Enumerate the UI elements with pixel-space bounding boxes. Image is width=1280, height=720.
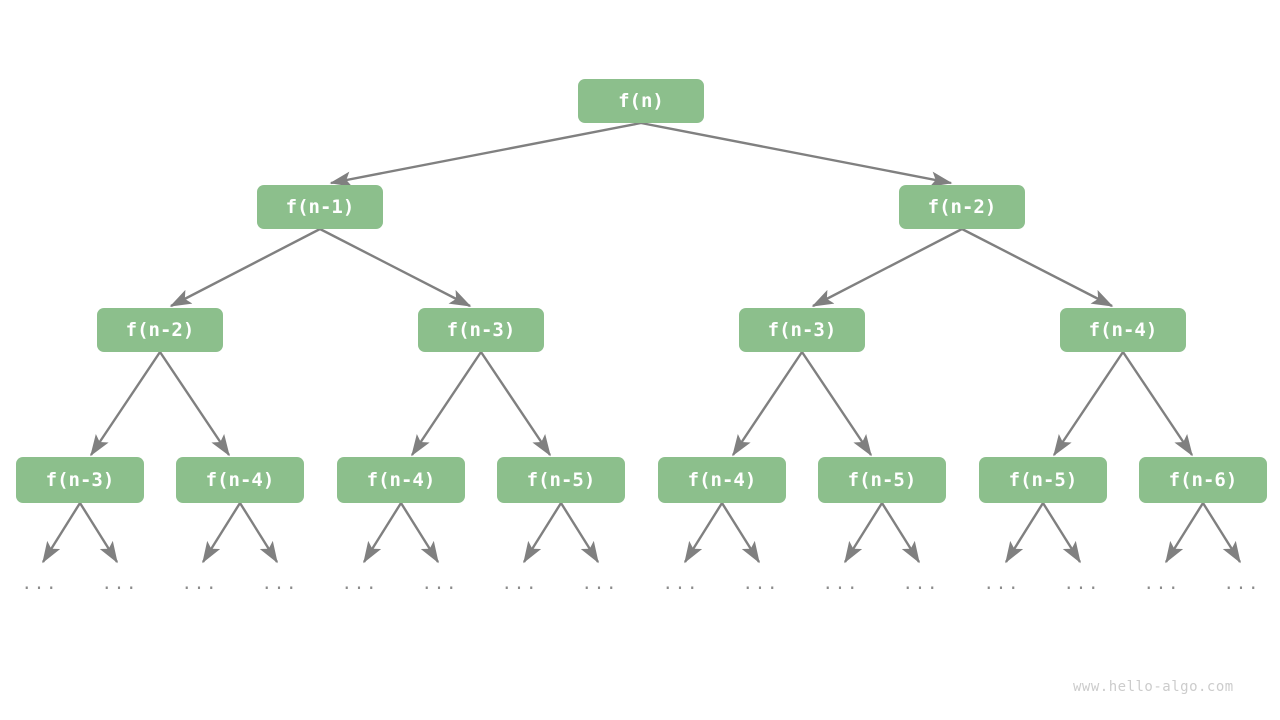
tree-node-label: f(n-4) (366, 469, 436, 491)
ellipsis-marker: ... (662, 574, 700, 594)
ellipsis-marker: ... (1223, 574, 1261, 594)
ellipsis-marker: ... (21, 574, 59, 594)
tree-node-label: f(n-5) (526, 469, 596, 491)
ellipsis-marker: ... (101, 574, 139, 594)
tree-edge-arrow (801, 351, 872, 457)
leaf-edge-arrow (1041, 502, 1082, 564)
tree-edge-arrow (640, 121, 953, 187)
ellipsis-marker: ... (581, 574, 619, 594)
tree-node: f(n-4) (337, 457, 465, 503)
tree-edge-arrow (169, 227, 321, 308)
tree-node-label: f(n-3) (45, 469, 115, 491)
watermark: www.hello-algo.com (1073, 679, 1234, 695)
tree-node: f(n-3) (16, 457, 144, 503)
tree-node-label: f(n-4) (1088, 319, 1158, 341)
ellipsis-marker: ... (181, 574, 219, 594)
tree-edge-arrow (159, 351, 230, 457)
leaf-edge-arrow (880, 502, 921, 564)
tree-edge-arrow (811, 227, 963, 308)
leaf-edge-arrow (559, 502, 600, 564)
tree-node-label: f(n-4) (687, 469, 757, 491)
ellipsis-marker: ... (421, 574, 459, 594)
tree-edge-arrow (1122, 351, 1193, 457)
tree-node-label: f(n-2) (125, 319, 195, 341)
tree-edge-arrow (319, 227, 472, 308)
tree-node: f(n-4) (658, 457, 786, 503)
leaf-edge-arrow (201, 502, 242, 564)
tree-node: f(n-5) (497, 457, 625, 503)
tree-node: f(n-3) (739, 308, 865, 352)
leaf-edge-arrow (1004, 502, 1045, 564)
leaf-edge-arrow (78, 502, 119, 564)
tree-node-label: f(n-1) (285, 196, 355, 218)
leaf-edge-arrow (41, 502, 82, 564)
leaf-edge-arrow (1164, 502, 1205, 564)
tree-node: f(n) (578, 79, 704, 123)
tree-node: f(n-2) (97, 308, 223, 352)
tree-edge-arrow (961, 227, 1114, 308)
tree-edge-arrow (329, 121, 642, 187)
tree-edge-arrow (732, 351, 803, 457)
tree-edge-arrow (1053, 351, 1124, 457)
tree-node: f(n-3) (418, 308, 544, 352)
leaf-edge-arrow (843, 502, 884, 564)
ellipsis-marker: ... (341, 574, 379, 594)
tree-node-label: f(n) (618, 90, 664, 112)
ellipsis-marker: ... (902, 574, 940, 594)
tree-node: f(n-4) (176, 457, 304, 503)
tree-node-label: f(n-3) (446, 319, 516, 341)
tree-edge-arrow (411, 351, 482, 457)
leaf-edge-arrow (683, 502, 724, 564)
leaf-edge-arrow (1201, 502, 1242, 564)
ellipsis-marker: ... (1143, 574, 1181, 594)
ellipsis-marker: ... (983, 574, 1021, 594)
tree-node: f(n-5) (818, 457, 946, 503)
tree-node-label: f(n-3) (767, 319, 837, 341)
tree-node: f(n-6) (1139, 457, 1267, 503)
leaf-edge-arrow (399, 502, 440, 564)
leaf-edge-arrow (522, 502, 563, 564)
ellipsis-marker: ... (1063, 574, 1101, 594)
leaf-edge-arrow (238, 502, 279, 564)
leaf-edge-arrow (362, 502, 403, 564)
ellipsis-marker: ... (501, 574, 539, 594)
tree-node-label: f(n-2) (927, 196, 997, 218)
tree-edge-arrow (480, 351, 551, 457)
tree-node-label: f(n-4) (205, 469, 275, 491)
ellipsis-marker: ... (822, 574, 860, 594)
ellipsis-marker: ... (261, 574, 299, 594)
leaf-edges (41, 502, 1242, 564)
tree-node: f(n-2) (899, 185, 1025, 229)
tree-node-label: f(n-5) (847, 469, 917, 491)
tree-node-label: f(n-5) (1008, 469, 1078, 491)
ellipsis-marker: ... (742, 574, 780, 594)
tree-node-label: f(n-6) (1168, 469, 1238, 491)
tree-node: f(n-5) (979, 457, 1107, 503)
tree-node: f(n-4) (1060, 308, 1186, 352)
tree-node: f(n-1) (257, 185, 383, 229)
tree-edges (90, 121, 1193, 457)
leaf-edge-arrow (720, 502, 761, 564)
tree-edge-arrow (90, 351, 161, 457)
